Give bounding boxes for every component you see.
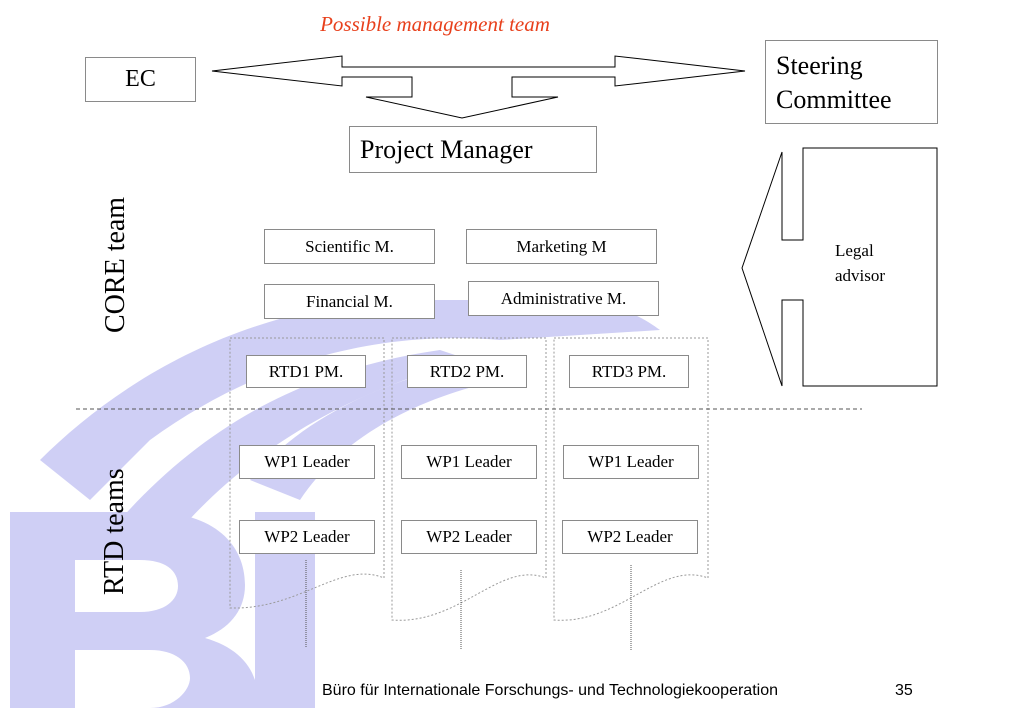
page-number: 35 <box>895 682 913 699</box>
core-team-label: CORE team <box>100 196 131 333</box>
project-manager-box: Project Manager <box>349 126 597 173</box>
steering-label-line1: Steering <box>776 51 863 80</box>
scientific-manager-box: Scientific M. <box>264 229 435 264</box>
ec-label: EC <box>125 66 156 92</box>
rtd3-wp1-leader-label: WP1 Leader <box>588 452 674 471</box>
page-title: Possible management team <box>320 12 550 36</box>
administrative-manager-label: Administrative M. <box>500 288 627 308</box>
rtd1-wp1-leader-box: WP1 Leader <box>239 445 375 479</box>
rtd2-pm-box: RTD2 PM. <box>407 355 527 388</box>
ec-steering-double-arrow <box>211 55 746 119</box>
rtd1-pm-label: RTD1 PM. <box>268 361 344 381</box>
project-manager-label: Project Manager <box>360 135 533 164</box>
administrative-manager-box: Administrative M. <box>468 281 659 316</box>
ec-box: EC <box>85 57 196 102</box>
legal-advisor-label: Legal advisor <box>835 238 885 288</box>
rtd3-pm-box: RTD3 PM. <box>569 355 689 388</box>
scientific-manager-label: Scientific M. <box>305 236 394 256</box>
legal-advisor-line2: advisor <box>835 266 886 285</box>
rtd-team-columns <box>229 337 709 621</box>
rtd-stem-lines <box>305 560 632 650</box>
legal-advisor-arrow <box>741 147 938 387</box>
rtd2-wp2-leader-label: WP2 Leader <box>426 527 512 546</box>
marketing-manager-label: Marketing M <box>516 236 607 256</box>
steering-committee-box: Steering Committee <box>765 40 938 124</box>
footer-text: Büro für Internationale Forschungs- und … <box>322 682 778 699</box>
rtd3-pm-label: RTD3 PM. <box>591 361 667 381</box>
rtd2-wp1-leader-box: WP1 Leader <box>401 445 537 479</box>
rtd1-wp2-leader-label: WP2 Leader <box>264 527 350 546</box>
rtd1-wp2-leader-box: WP2 Leader <box>239 520 375 554</box>
steering-label-line2: Committee <box>776 85 892 114</box>
rtd1-pm-box: RTD1 PM. <box>246 355 366 388</box>
legal-advisor-line1: Legal <box>835 241 874 260</box>
financial-manager-label: Financial M. <box>306 291 393 311</box>
rtd1-wp1-leader-label: WP1 Leader <box>264 452 350 471</box>
rtd3-wp2-leader-label: WP2 Leader <box>587 527 673 546</box>
rtd3-wp1-leader-box: WP1 Leader <box>563 445 699 479</box>
rtd3-wp2-leader-box: WP2 Leader <box>562 520 698 554</box>
rtd-teams-label: RTD teams <box>99 468 130 595</box>
rtd2-wp2-leader-box: WP2 Leader <box>401 520 537 554</box>
marketing-manager-box: Marketing M <box>466 229 657 264</box>
rtd2-pm-label: RTD2 PM. <box>429 361 505 381</box>
financial-manager-box: Financial M. <box>264 284 435 319</box>
rtd2-wp1-leader-label: WP1 Leader <box>426 452 512 471</box>
watermark-letters <box>10 512 315 708</box>
